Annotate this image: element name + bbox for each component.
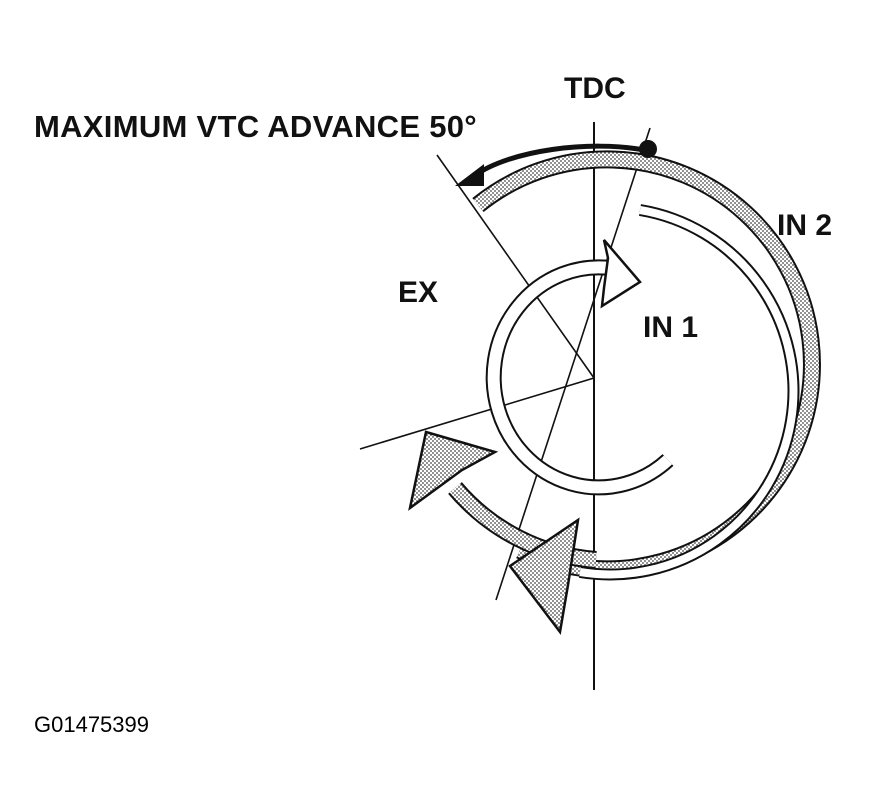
advance-arc [472,143,645,179]
advance-line [436,154,595,379]
advance-arrowhead [455,164,484,186]
ex-arrowhead-left [408,430,499,511]
ex-arrowhead-lower [508,517,580,636]
figure-code: G01475399 [34,712,149,737]
in1-label: IN 1 [643,311,699,344]
ex-label: EX [398,276,439,309]
in2-inner-band-fill [579,206,798,579]
diagram-title: MAXIMUM VTC ADVANCE 50° [34,109,477,144]
in1-band-fill [487,261,673,494]
exhaust-line [359,377,595,450]
tdc-label: TDC [564,72,626,105]
in2-label: IN 2 [777,209,833,242]
intake-line [495,127,651,601]
ex-band-fill [449,483,597,567]
in1-arrowhead [600,239,642,309]
in2-outer-band-fill [473,152,819,577]
advance-start-dot [639,140,657,158]
